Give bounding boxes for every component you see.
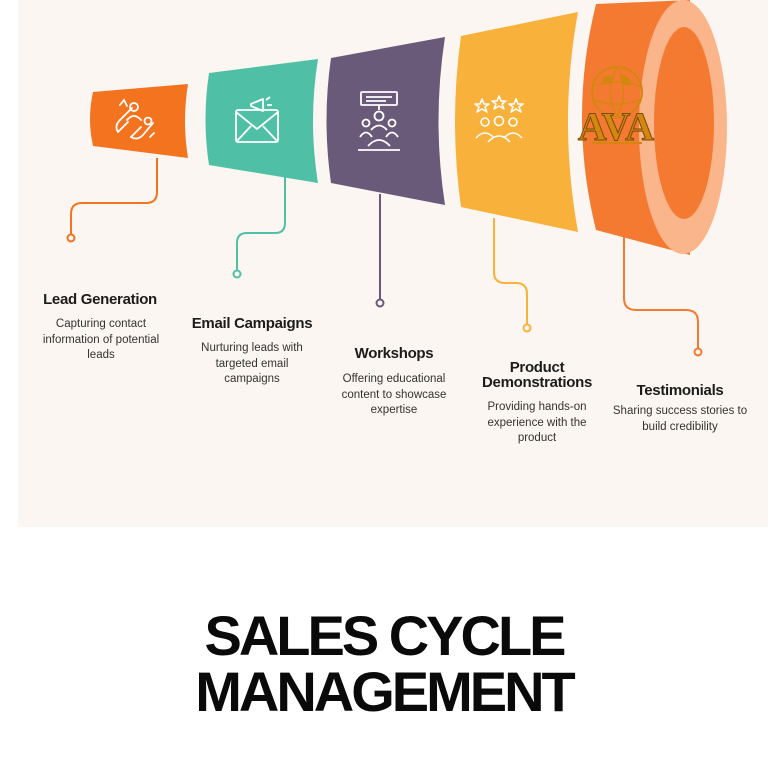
connector-line-4 xyxy=(493,218,528,328)
step-title-workshops: Workshops xyxy=(354,345,434,362)
magnet-people-icon xyxy=(115,98,155,140)
connector-line-1 xyxy=(70,158,158,238)
presentation-audience-icon xyxy=(358,91,400,151)
connector-dot-1 xyxy=(66,233,76,243)
funnel-segment-2 xyxy=(205,59,318,183)
connector-dot-3 xyxy=(375,298,385,308)
funnel-segment-1 xyxy=(90,84,188,158)
step-description-lead-generation: Capturing contact information of potenti… xyxy=(42,318,160,361)
connector-dot-5 xyxy=(693,347,703,357)
page-title-line-1: SALES CYCLE xyxy=(204,604,566,667)
step-title-testimonials: Testimonials xyxy=(636,382,724,399)
step-title-email-campaigns: Email Campaigns xyxy=(191,315,313,332)
step-description-testimonials: Sharing success stories to build credibi… xyxy=(612,405,748,433)
connector-line-2 xyxy=(236,170,286,274)
globe-logo-icon xyxy=(591,66,643,118)
step-description-product-demonstrations: Providing hands-on experience with the p… xyxy=(487,401,587,444)
step-title-lead-generation: Lead Generation xyxy=(43,291,157,308)
page-title-line-2: MANAGEMENT xyxy=(195,660,576,723)
step-description-workshops: Offering educational content to showcase… xyxy=(341,373,447,416)
connector-dot-4 xyxy=(522,323,532,333)
stars-people-icon xyxy=(474,95,524,143)
connector-dot-2 xyxy=(232,269,242,279)
funnel-diagram: AVA xyxy=(66,0,727,357)
step-description-email-campaigns: Nurturing leads with targeted email camp… xyxy=(201,342,303,385)
funnel-segment-3 xyxy=(326,37,445,205)
funnel-mouth-inner xyxy=(654,27,714,219)
logo-text: AVA xyxy=(578,104,654,149)
email-megaphone-icon xyxy=(235,96,279,143)
page-title: SALES CYCLE MANAGEMENT xyxy=(0,608,768,720)
connector-line-5 xyxy=(623,236,699,352)
step-title-product-demonstrations: Product Demonstrations xyxy=(482,359,592,391)
